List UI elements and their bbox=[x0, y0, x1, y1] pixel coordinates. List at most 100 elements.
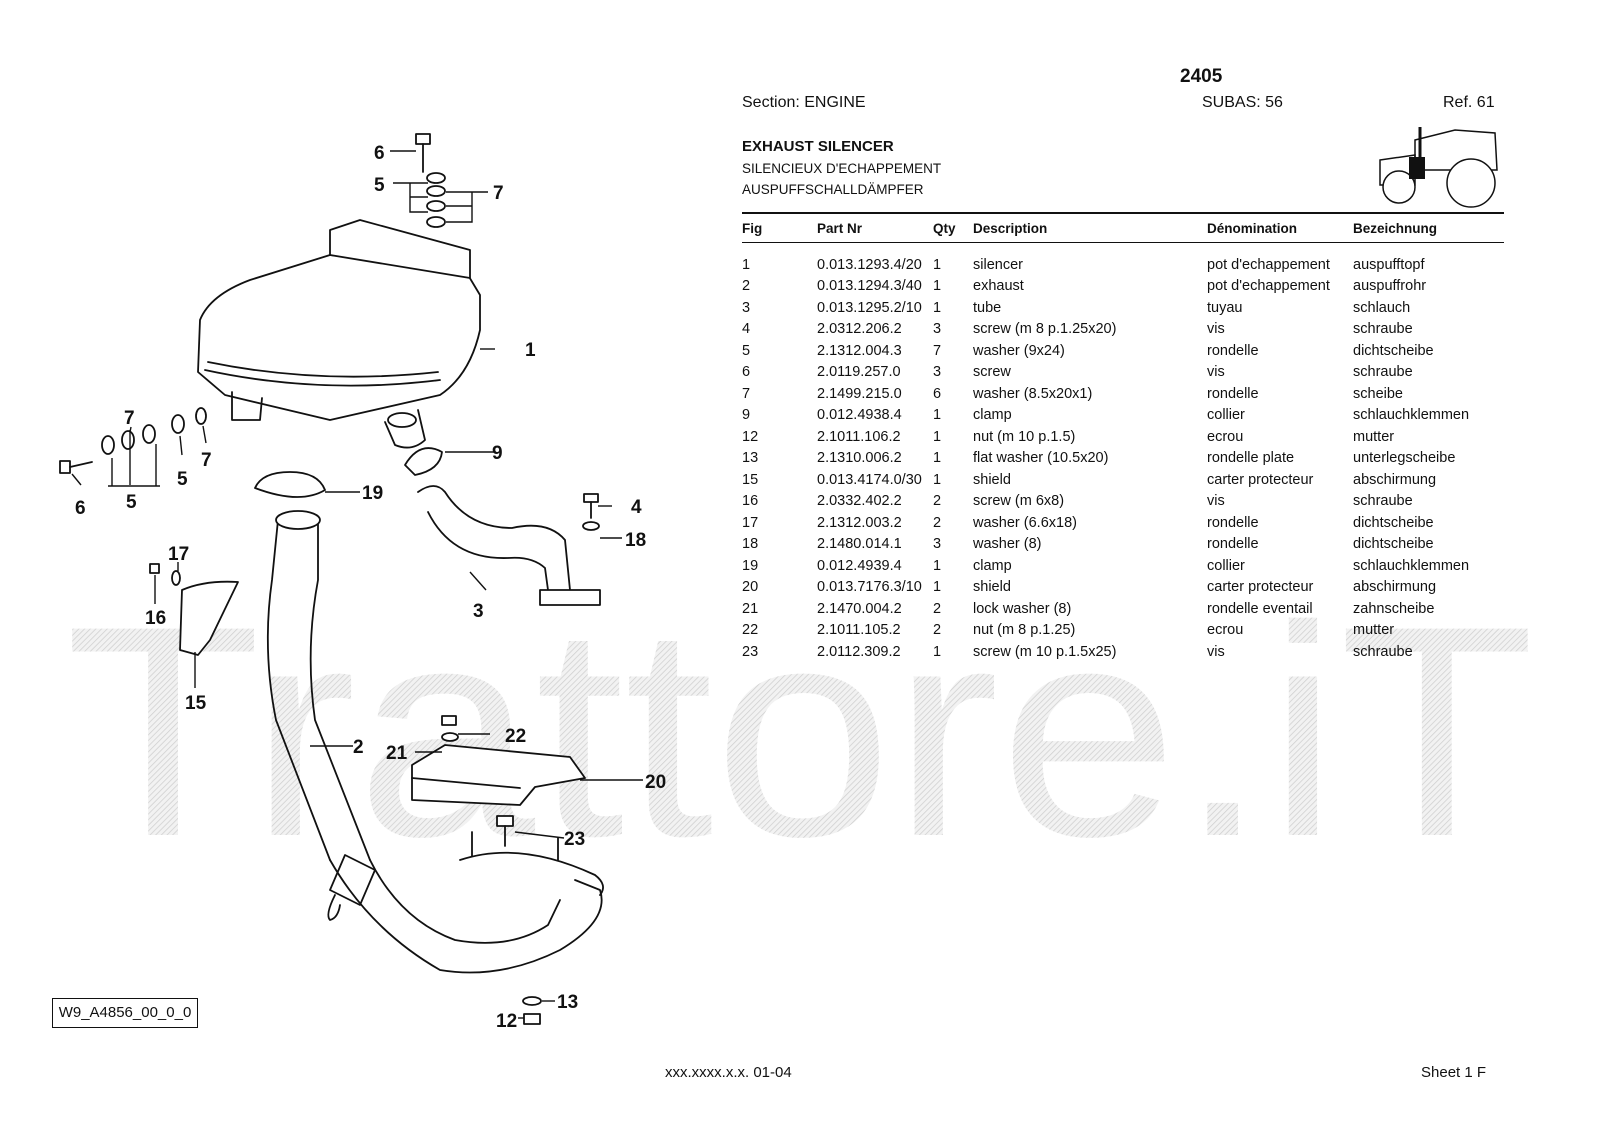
cell-qty: 3 bbox=[933, 536, 942, 553]
table-top-rule bbox=[742, 212, 1504, 214]
callout-15: 15 bbox=[185, 693, 207, 714]
cell-description: tube bbox=[973, 299, 1002, 316]
cell-qty: 1 bbox=[933, 471, 942, 488]
cell-denomination: rondelle bbox=[1207, 385, 1259, 402]
cell-part-number: 2.0312.206.2 bbox=[817, 321, 902, 338]
cell-qty: 1 bbox=[933, 557, 942, 574]
cell-bezeichnung: zahnscheibe bbox=[1353, 600, 1435, 617]
cell-part-number: 2.1011.105.2 bbox=[817, 622, 901, 639]
cell-denomination: collier bbox=[1207, 557, 1245, 574]
cell-part-number: 2.1470.004.2 bbox=[817, 600, 902, 617]
cell-description: exhaust bbox=[973, 278, 1024, 295]
cell-qty: 2 bbox=[933, 600, 942, 617]
footer-version: xxx.xxxx.x.x. 01-04 bbox=[665, 1064, 792, 1081]
cell-qty: 1 bbox=[933, 450, 942, 467]
cell-denomination: rondelle bbox=[1207, 536, 1259, 553]
cell-description: washer (8) bbox=[973, 536, 1042, 553]
callout-20: 20 bbox=[645, 772, 666, 793]
cell-part-number: 0.013.1293.4/20 bbox=[817, 256, 922, 273]
cell-bezeichnung: dichtscheibe bbox=[1353, 514, 1434, 531]
cell-description: clamp bbox=[973, 557, 1012, 574]
cell-part-number: 0.013.1295.2/10 bbox=[817, 299, 922, 316]
cell-description: washer (9x24) bbox=[973, 342, 1065, 359]
cell-qty: 1 bbox=[933, 579, 942, 596]
cell-qty: 1 bbox=[933, 407, 942, 424]
callout-12: 12 bbox=[496, 1011, 517, 1032]
callout-6-top: 6 bbox=[374, 143, 385, 164]
cell-qty: 1 bbox=[933, 299, 942, 316]
cell-qty: 7 bbox=[933, 342, 942, 359]
cell-fig: 6 bbox=[742, 364, 751, 381]
cell-bezeichnung: mutter bbox=[1353, 428, 1395, 445]
cell-bezeichnung: abschirmung bbox=[1353, 579, 1437, 596]
cell-bezeichnung: dichtscheibe bbox=[1353, 536, 1434, 553]
cell-bezeichnung: auspufftopf bbox=[1353, 256, 1425, 273]
cell-fig: 9 bbox=[742, 407, 751, 424]
cell-part-number: 2.0119.257.0 bbox=[817, 364, 901, 381]
cell-denomination: carter protecteur bbox=[1207, 579, 1314, 596]
title-french: SILENCIEUX D'ECHAPPEMENT bbox=[742, 161, 942, 176]
cell-description: screw (m 8 p.1.25x20) bbox=[973, 321, 1117, 338]
col-denomination-header: Dénomination bbox=[1207, 220, 1297, 236]
cell-denomination: vis bbox=[1207, 643, 1225, 660]
cell-denomination: tuyau bbox=[1207, 299, 1243, 316]
callout-7-right: 7 bbox=[201, 450, 212, 471]
table-row: 18 2.1480.014.1 3 washer (8) rondelle dichtsc… bbox=[742, 534, 1504, 556]
table-row: 3 0.013.1295.2/10 1 tube tuyau schlauch bbox=[742, 297, 1504, 319]
cell-bezeichnung: mutter bbox=[1353, 622, 1395, 639]
cell-qty: 2 bbox=[933, 622, 942, 639]
cell-bezeichnung: schraube bbox=[1353, 643, 1413, 660]
cell-fig: 3 bbox=[742, 299, 751, 316]
cell-fig: 18 bbox=[742, 536, 759, 553]
cell-qty: 3 bbox=[933, 321, 942, 338]
cell-denomination: ecrou bbox=[1207, 622, 1244, 639]
cell-description: nut (m 8 p.1.25) bbox=[973, 622, 1076, 639]
title-german: AUSPUFFSCHALLDÄMPFER bbox=[742, 182, 924, 197]
cell-description: washer (8.5x20x1) bbox=[973, 385, 1093, 402]
cell-bezeichnung: schlauchklemmen bbox=[1353, 557, 1470, 574]
callout-13: 13 bbox=[557, 992, 578, 1013]
ref-label: Ref. 61 bbox=[1443, 94, 1495, 111]
cell-fig: 16 bbox=[742, 493, 759, 510]
cell-description: shield bbox=[973, 471, 1011, 488]
document-number: 2405 bbox=[1180, 66, 1223, 87]
cell-fig: 5 bbox=[742, 342, 751, 359]
cell-denomination: vis bbox=[1207, 364, 1225, 381]
cell-description: screw (m 10 p.1.5x25) bbox=[973, 643, 1117, 660]
cell-part-number: 0.013.1294.3/40 bbox=[817, 278, 922, 295]
cell-qty: 1 bbox=[933, 278, 942, 295]
cell-denomination: rondelle plate bbox=[1207, 450, 1295, 467]
callout-16: 16 bbox=[145, 608, 166, 629]
cell-fig: 2 bbox=[742, 278, 751, 295]
cell-fig: 23 bbox=[742, 643, 759, 660]
cell-bezeichnung: schlauch bbox=[1353, 299, 1411, 316]
cell-denomination: pot d'echappement bbox=[1207, 256, 1330, 273]
col-fig-header: Fig bbox=[742, 220, 763, 236]
cell-qty: 1 bbox=[933, 428, 942, 445]
cell-denomination: rondelle eventail bbox=[1207, 600, 1313, 617]
tractor-location-icon bbox=[1379, 127, 1498, 208]
callout-17: 17 bbox=[168, 544, 189, 565]
col-description-header: Description bbox=[973, 220, 1048, 236]
title-english: EXHAUST SILENCER bbox=[742, 138, 894, 155]
cell-part-number: 2.1480.014.1 bbox=[817, 536, 902, 553]
cell-denomination: carter protecteur bbox=[1207, 471, 1314, 488]
cell-bezeichnung: unterlegscheibe bbox=[1353, 450, 1456, 467]
parts-table: Fig Part Nr Qty Description Dénomination… bbox=[742, 216, 1504, 663]
cell-denomination: vis bbox=[1207, 493, 1225, 510]
cell-description: nut (m 10 p.1.5) bbox=[973, 428, 1076, 445]
cell-part-number: 2.1312.003.2 bbox=[817, 514, 902, 531]
col-qty-header: Qty bbox=[933, 220, 956, 236]
cell-fig: 19 bbox=[742, 557, 759, 574]
callout-23: 23 bbox=[564, 829, 585, 850]
cell-bezeichnung: schlauchklemmen bbox=[1353, 407, 1470, 424]
subas-label: SUBAS: 56 bbox=[1202, 94, 1283, 111]
